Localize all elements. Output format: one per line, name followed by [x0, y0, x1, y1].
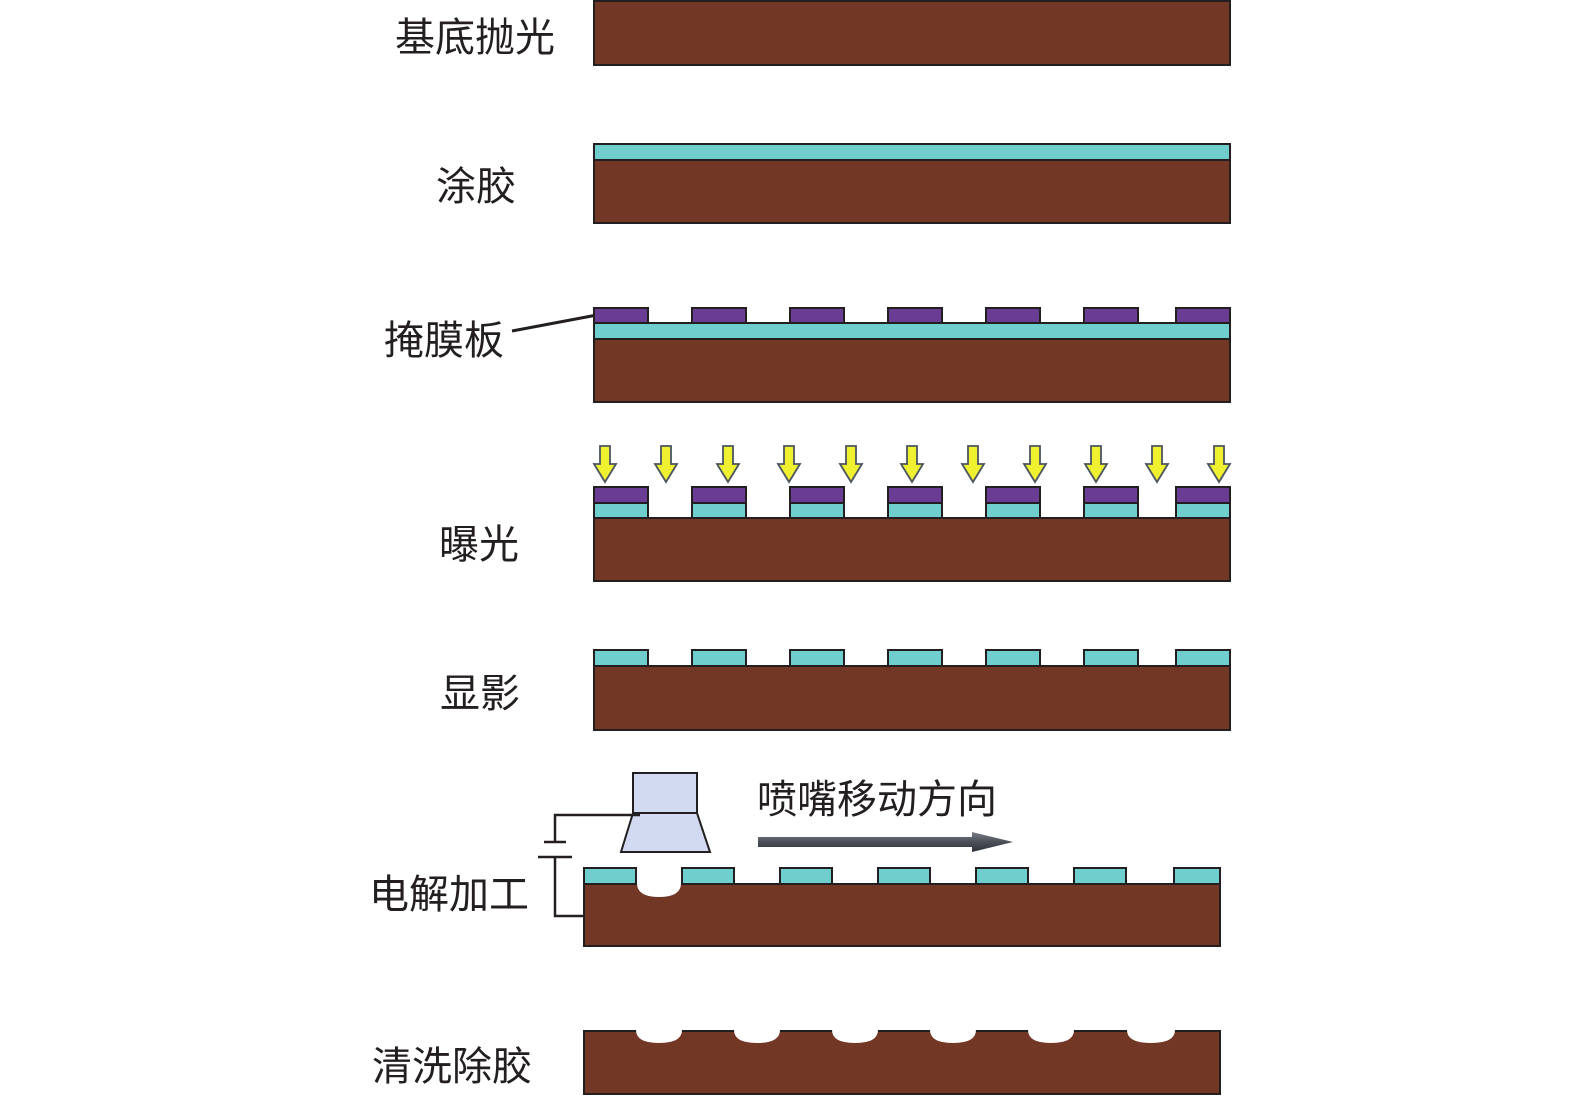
- light-arrow-icon: [592, 445, 618, 484]
- light-arrow-icon: [715, 445, 741, 484]
- light-arrow-icon: [653, 445, 679, 484]
- photoresist-segments: [593, 649, 1231, 667]
- light-arrow-icon: [1083, 445, 1109, 484]
- photoresist-segment: [691, 502, 747, 519]
- mask-segment: [887, 486, 943, 504]
- photoresist-segment: [975, 867, 1029, 885]
- photoresist-segment: [1073, 867, 1127, 885]
- step-ecm: 电解加工 喷嘴移动方向: [369, 772, 1221, 947]
- step-polish: 基底抛光: [395, 0, 1231, 66]
- substrate: [593, 159, 1231, 224]
- wire-nozzle: [553, 813, 640, 842]
- substrate: [593, 517, 1231, 582]
- photoresist-segment: [681, 867, 735, 885]
- etched-pit: [1028, 1030, 1074, 1043]
- photoresist-segment: [1175, 502, 1231, 519]
- photoresist-segment: [1173, 867, 1221, 885]
- substrate: [593, 665, 1231, 731]
- photoresist-segment: [789, 649, 845, 667]
- wire-workpiece: [553, 857, 586, 918]
- leader-line: [511, 313, 598, 333]
- mask-segment: [985, 486, 1041, 504]
- step-label-develop: 显影: [440, 671, 520, 717]
- power-supply: [538, 813, 640, 918]
- etched-pit: [930, 1030, 976, 1043]
- light-arrows: [592, 445, 1232, 484]
- photoresist-segment: [583, 867, 637, 885]
- mask-segment: [593, 486, 649, 504]
- photoresist-segment: [1175, 649, 1231, 667]
- etched-pit: [832, 1030, 878, 1043]
- photoresist-segment: [593, 649, 649, 667]
- light-arrow-icon: [960, 445, 986, 484]
- photoresist-layer: [593, 143, 1231, 161]
- light-arrow-icon: [899, 445, 925, 484]
- direction-arrow-icon: [758, 832, 1013, 852]
- substrate: [583, 1030, 1221, 1095]
- photoresist-segment: [985, 502, 1041, 519]
- light-arrow-icon: [1206, 445, 1232, 484]
- step-develop: 显影: [440, 649, 1231, 731]
- step-label-polish: 基底抛光: [395, 15, 555, 61]
- photoresist-segment: [691, 649, 747, 667]
- mask-segment: [789, 486, 845, 504]
- substrate: [593, 0, 1231, 66]
- photoresist-segments: [583, 867, 1221, 885]
- mask-segment: [1175, 307, 1231, 324]
- photoresist-segment: [789, 502, 845, 519]
- photoresist-segment: [887, 502, 943, 519]
- mask-segment: [1083, 307, 1139, 324]
- nozzle-direction-label: 喷嘴移动方向: [757, 777, 997, 823]
- step-label-mask: 掩膜板: [384, 318, 504, 364]
- light-arrow-icon: [1144, 445, 1170, 484]
- step-label-coat: 涂胶: [436, 164, 516, 210]
- photoresist-segment: [1083, 502, 1139, 519]
- photoresist-layer: [593, 322, 1231, 340]
- step-coat: 涂胶: [436, 143, 1231, 224]
- photoresist-segment: [985, 649, 1041, 667]
- substrate: [593, 338, 1231, 403]
- etched-pits: [636, 1030, 1175, 1043]
- substrate: [583, 883, 1221, 947]
- step-label-ecm: 电解加工: [369, 872, 529, 918]
- step-label-expose: 曝光: [439, 522, 519, 568]
- mask-segment: [1175, 486, 1231, 504]
- step-clean: 清洗除胶: [372, 1030, 1221, 1095]
- mask-segment: [593, 307, 649, 324]
- etched-pit: [734, 1030, 780, 1043]
- light-arrow-icon: [838, 445, 864, 484]
- nozzle: [619, 772, 712, 853]
- photoresist-segment: [1083, 649, 1139, 667]
- mask-segment: [1083, 486, 1139, 504]
- photoresist-segment: [593, 502, 649, 519]
- photoresist-segments: [593, 502, 1231, 519]
- step-label-clean: 清洗除胶: [372, 1044, 532, 1090]
- etched-pit: [637, 883, 681, 897]
- photoresist-segment: [887, 649, 943, 667]
- step-mask: 掩膜板: [384, 307, 1231, 403]
- mask-segment: [789, 307, 845, 324]
- mask-plate: [593, 307, 1231, 324]
- nozzle-body: [632, 772, 698, 814]
- photoresist-segment: [779, 867, 833, 885]
- mask-segment: [985, 307, 1041, 324]
- light-arrow-icon: [1022, 445, 1048, 484]
- step-expose: 曝光: [439, 445, 1232, 582]
- mask-plate: [593, 486, 1231, 504]
- etched-pit: [1127, 1030, 1175, 1043]
- mask-segment: [887, 307, 943, 324]
- mask-segment: [691, 307, 747, 324]
- nozzle-tip: [619, 812, 712, 853]
- mask-segment: [691, 486, 747, 504]
- etched-pit: [636, 1030, 682, 1043]
- photoresist-segment: [877, 867, 931, 885]
- light-arrow-icon: [776, 445, 802, 484]
